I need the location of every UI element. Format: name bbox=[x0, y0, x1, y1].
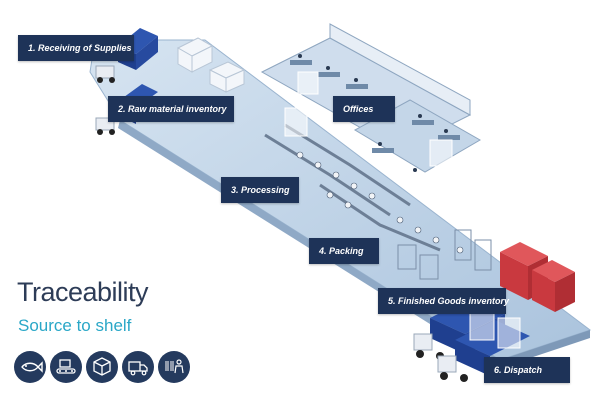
process-icon-row bbox=[14, 351, 190, 387]
step-finished-goods-label: 5. Finished Goods inventory bbox=[378, 288, 509, 314]
page-title: Traceability bbox=[17, 277, 149, 307]
processing-line bbox=[264, 123, 441, 252]
workers bbox=[296, 151, 464, 254]
step-receiving-label: 1. Receiving of Supplies bbox=[18, 35, 134, 61]
step-processing-label: 3. Processing bbox=[221, 177, 299, 203]
shipping-containers bbox=[500, 242, 575, 312]
step-packing-label: 4. Packing bbox=[309, 238, 379, 264]
pallet-boxes-icon bbox=[86, 351, 118, 383]
supply-boxes bbox=[176, 37, 246, 93]
page-subtitle: Source to shelf bbox=[18, 316, 132, 335]
fish-icon bbox=[14, 351, 46, 383]
barcode-person-icon bbox=[158, 351, 190, 383]
step-raw-material-label: 2. Raw material inventory bbox=[108, 96, 234, 122]
delivery-truck-icon bbox=[122, 351, 154, 383]
packing-racks bbox=[397, 229, 492, 280]
offices-label: Offices bbox=[333, 96, 395, 122]
conveyor-icon bbox=[50, 351, 82, 383]
step-dispatch-label: 6. Dispatch bbox=[484, 357, 570, 383]
info-panels bbox=[284, 71, 521, 349]
